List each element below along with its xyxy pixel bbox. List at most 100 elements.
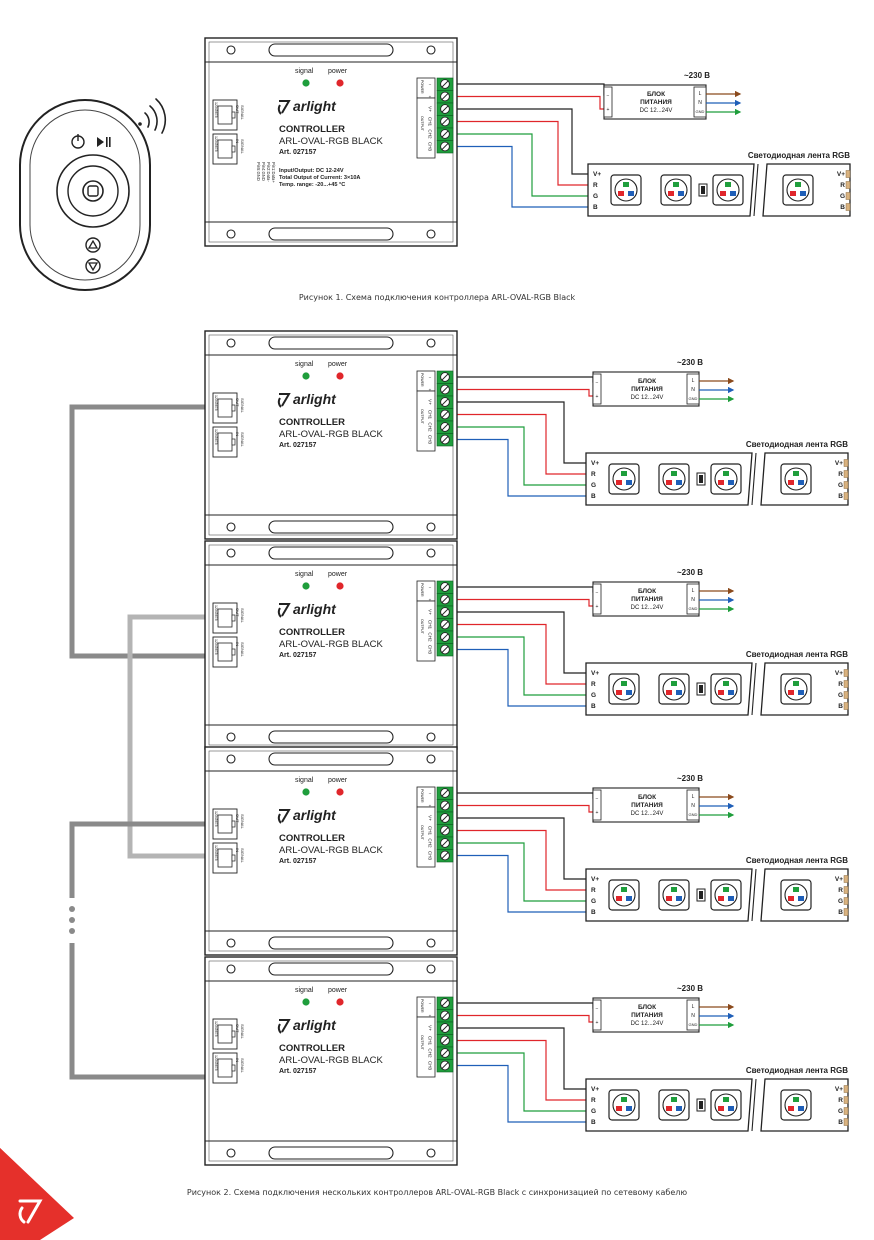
- screw-slot: [441, 386, 449, 393]
- wire-power-minus: [453, 1002, 595, 1009]
- port-latch: [231, 404, 236, 412]
- port-socket: [217, 139, 233, 159]
- arlight-logo-icon: [277, 1023, 282, 1034]
- strip-resistor-body: [699, 891, 703, 899]
- terminal-label-panel: [416, 370, 436, 392]
- psu-minus-mark: −: [596, 590, 599, 596]
- strip-pin-label: G: [838, 692, 843, 699]
- arlight-logo-icon: [277, 104, 282, 115]
- port-label: SIGNAL: [240, 814, 245, 829]
- terminal-label-panel: [416, 996, 436, 1018]
- led-blue-die: [730, 191, 736, 196]
- led-blue-die: [798, 480, 804, 485]
- led-blue-die: [800, 191, 806, 196]
- psu-n-mark: N: [698, 100, 702, 106]
- terminal-label-panel: [416, 1016, 436, 1078]
- mount-slot: [268, 1146, 394, 1160]
- led-red-die: [788, 480, 794, 485]
- wire-power-plus: [453, 95, 604, 110]
- port-pin-numbers: 12345678: [214, 395, 218, 411]
- strip-pin-label: B: [838, 703, 843, 710]
- strip-pin-label: G: [593, 193, 598, 200]
- power-led: [336, 79, 344, 87]
- strip-pad: [845, 181, 851, 189]
- screw-slot: [441, 852, 449, 859]
- port-socket: [217, 432, 233, 452]
- power-led: [336, 372, 344, 380]
- center-button[interactable]: [82, 180, 104, 202]
- controller-housing: [204, 37, 458, 247]
- mount-hole: [226, 45, 236, 55]
- terminal-label-panel: [416, 806, 436, 868]
- signal-led: [302, 582, 310, 590]
- wireless-icon: [138, 98, 167, 134]
- screw-slot: [441, 621, 449, 628]
- psu-label: БЛОК: [638, 794, 656, 801]
- arrow-up-icon[interactable]: [85, 237, 101, 253]
- terminal-mark: V+: [428, 815, 433, 821]
- wire-v-plus: [453, 611, 586, 674]
- terminal-mark: V+: [428, 609, 433, 615]
- mount-slot: [268, 336, 394, 350]
- strip-pin-label: G: [591, 692, 596, 699]
- wire-power-minus: [453, 586, 595, 593]
- power-led: [336, 788, 344, 796]
- play-pause-icon[interactable]: [97, 137, 111, 147]
- strip-pin-label: R: [840, 182, 845, 189]
- signal-label: signal: [295, 987, 314, 994]
- screw-slot: [441, 143, 449, 150]
- terminal-mark: +: [429, 1014, 432, 1019]
- screw-slot: [441, 105, 449, 113]
- signal-label: signal: [295, 68, 314, 75]
- port-socket: [217, 1058, 233, 1078]
- mount-hole: [226, 754, 236, 764]
- wire-v-plus: [453, 108, 588, 175]
- mount-hole: [426, 229, 436, 239]
- wire-ch2-green: [453, 133, 588, 197]
- mount-hole: [226, 338, 236, 348]
- led-blue-die: [728, 480, 734, 485]
- screw-slot: [441, 596, 449, 603]
- terminal-mark: −: [429, 585, 432, 590]
- strip-pin-label: R: [838, 681, 843, 688]
- wire-ch3-blue: [453, 1064, 586, 1123]
- screw-slot: [441, 1037, 449, 1044]
- strip-resistor-body: [701, 186, 705, 194]
- controller-model: ARL-OVAL-RGB BLACK: [279, 845, 383, 856]
- wire-power-minus: [453, 83, 606, 96]
- terminal-power-label: POWER: [420, 80, 424, 94]
- psu-label: DC 12...24V: [631, 811, 664, 817]
- controller-spec: Total Output of Current: 3×10A: [279, 175, 360, 181]
- led-red-die: [718, 690, 724, 695]
- terminal-output-label: OUTPUT: [420, 409, 424, 425]
- led-green-die: [671, 681, 677, 686]
- arrow-down-icon[interactable]: [85, 258, 101, 274]
- strip-pin-label: R: [838, 1097, 843, 1104]
- led-blue-die: [676, 1106, 682, 1111]
- controller-art: Art. 027157: [279, 858, 316, 865]
- strip-label: Светодиодная лента RGB: [746, 650, 848, 659]
- wire-power-plus: [453, 1014, 593, 1023]
- controller-spec: Input/Output: DC 12-24V: [279, 168, 344, 174]
- led-blue-die: [676, 480, 682, 485]
- continuation-dot: [69, 928, 75, 934]
- wire-ch1-red: [453, 413, 586, 475]
- port-latch: [231, 820, 236, 828]
- psu-dc-terminal: [603, 86, 613, 118]
- terminal-label-panel: [416, 580, 436, 602]
- terminal-mark: −: [429, 1001, 432, 1006]
- port-label: SIGNAL: [240, 642, 245, 657]
- led-green-die: [623, 182, 629, 187]
- strip-pin-label: V+: [835, 1086, 843, 1093]
- psu-dc-terminal: [592, 583, 602, 615]
- mount-slot: [268, 962, 394, 976]
- psu-dc-terminal: [592, 373, 602, 405]
- led-green-die: [671, 1097, 677, 1102]
- strip-pin-label: R: [838, 471, 843, 478]
- psu-label: БЛОК: [638, 588, 656, 595]
- port-latch: [231, 1064, 236, 1072]
- screw-slot: [441, 373, 449, 381]
